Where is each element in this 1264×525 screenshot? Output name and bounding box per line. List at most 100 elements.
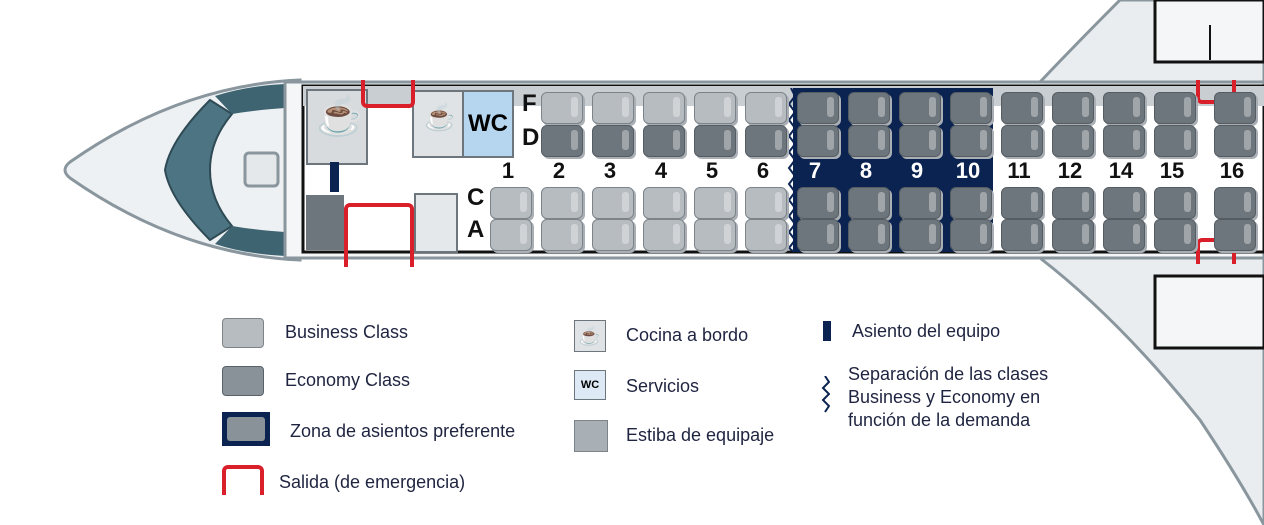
seat-6f[interactable] — [745, 92, 787, 124]
seat-12c[interactable] — [1052, 187, 1094, 219]
row-number-16: 16 — [1219, 158, 1245, 183]
legend-business: Business Class — [285, 322, 409, 342]
row-number-14: 14 — [1108, 158, 1134, 183]
seat-14c[interactable] — [1103, 187, 1145, 219]
wc-label: WC — [468, 110, 508, 137]
wc-icon-label: WC — [580, 379, 600, 391]
seat-3f[interactable] — [592, 92, 634, 124]
economy-seat-icon — [222, 366, 264, 396]
seat-16c[interactable] — [1214, 187, 1256, 219]
seat-7f[interactable] — [797, 92, 839, 124]
seat-2a[interactable] — [541, 219, 583, 251]
legend-exit: Salida (de emergencia) — [279, 472, 466, 492]
coffee-cup-icon: ☕ — [316, 96, 364, 138]
seat-5d[interactable] — [694, 125, 736, 157]
row-number-9: 9 — [910, 158, 924, 183]
seat-10f[interactable] — [950, 92, 992, 124]
wc-icon: WC — [574, 370, 606, 400]
emergency-exit[interactable] — [344, 203, 414, 267]
seat-15c[interactable] — [1154, 187, 1196, 219]
business-seat-icon — [222, 318, 264, 348]
seat-9f[interactable] — [899, 92, 941, 124]
seat-6a[interactable] — [745, 219, 787, 251]
legend-economy: Economy Class — [285, 370, 411, 390]
seat-11d[interactable] — [1001, 125, 1043, 157]
seat-6d[interactable] — [745, 125, 787, 157]
galley-icon: ☕ — [574, 320, 606, 352]
legend-separation-line: función de la demanda — [848, 410, 1031, 430]
seat-4d[interactable] — [643, 125, 685, 157]
seat-11a[interactable] — [1001, 219, 1043, 251]
row-number-6: 6 — [756, 158, 770, 183]
seat-1a[interactable] — [490, 219, 532, 251]
emergency-exit[interactable] — [361, 80, 415, 108]
seat-3c[interactable] — [592, 187, 634, 219]
seat-2f[interactable] — [541, 92, 583, 124]
seat-16f[interactable] — [1214, 92, 1256, 124]
seat-8f[interactable] — [848, 92, 890, 124]
seat-16a[interactable] — [1214, 219, 1256, 251]
row-number-7: 7 — [808, 158, 822, 183]
seat-6c[interactable] — [745, 187, 787, 219]
seat-8a[interactable] — [848, 219, 890, 251]
row-number-3: 3 — [603, 158, 617, 183]
galley-2: ☕ — [412, 90, 464, 158]
seat-16d[interactable] — [1214, 125, 1256, 157]
legend-stowage: Estiba de equipaje — [626, 425, 775, 445]
seat-10c[interactable] — [950, 187, 992, 219]
row-number-15: 15 — [1159, 158, 1185, 183]
lavatory-wc: WC — [462, 90, 514, 158]
row-number-12: 12 — [1057, 158, 1083, 183]
seat-8c[interactable] — [848, 187, 890, 219]
seat-letter-f: F — [522, 90, 537, 117]
seat-15d[interactable] — [1154, 125, 1196, 157]
stowage-front — [306, 195, 344, 250]
seat-3a[interactable] — [592, 219, 634, 251]
seat-9a[interactable] — [899, 219, 941, 251]
class-separation-wave-icon — [787, 88, 796, 252]
exit-icon — [222, 465, 264, 495]
seat-12a[interactable] — [1052, 219, 1094, 251]
crew-seat-icon — [823, 321, 831, 341]
seat-5a[interactable] — [694, 219, 736, 251]
seat-10d[interactable] — [950, 125, 992, 157]
seat-8d[interactable] — [848, 125, 890, 157]
row-number-5: 5 — [705, 158, 719, 183]
seat-3d[interactable] — [592, 125, 634, 157]
legend-separation-line: Separación de las clases — [848, 364, 1049, 384]
row-number-11: 11 — [1007, 158, 1031, 183]
seat-2d[interactable] — [541, 125, 583, 157]
seat-10a[interactable] — [950, 219, 992, 251]
seat-4c[interactable] — [643, 187, 685, 219]
seat-letter-c: C — [467, 184, 485, 211]
seat-1c[interactable] — [490, 187, 532, 219]
seat-4a[interactable] — [643, 219, 685, 251]
stowage-closet — [414, 193, 458, 253]
seat-4f[interactable] — [643, 92, 685, 124]
legend-galley: Cocina a bordo — [626, 325, 749, 345]
row-number-1: 1 — [501, 158, 515, 183]
seat-15f[interactable] — [1154, 92, 1196, 124]
seat-7c[interactable] — [797, 187, 839, 219]
seat-15a[interactable] — [1154, 219, 1196, 251]
legend-services: Servicios — [626, 376, 700, 396]
front-galley: ☕ — [306, 89, 368, 165]
seat-11f[interactable] — [1001, 92, 1043, 124]
seat-5f[interactable] — [694, 92, 736, 124]
seat-2c[interactable] — [541, 187, 583, 219]
seat-11c[interactable] — [1001, 187, 1043, 219]
seat-7a[interactable] — [797, 219, 839, 251]
crew-seat — [330, 162, 339, 192]
seat-12f[interactable] — [1052, 92, 1094, 124]
seat-14f[interactable] — [1103, 92, 1145, 124]
seat-letter-a: A — [467, 216, 485, 243]
seat-14d[interactable] — [1103, 125, 1145, 157]
seat-9d[interactable] — [899, 125, 941, 157]
seat-14a[interactable] — [1103, 219, 1145, 251]
seat-7d[interactable] — [797, 125, 839, 157]
seat-5c[interactable] — [694, 187, 736, 219]
seat-12d[interactable] — [1052, 125, 1094, 157]
seat-letter-d: D — [522, 124, 540, 151]
seat-9c[interactable] — [899, 187, 941, 219]
